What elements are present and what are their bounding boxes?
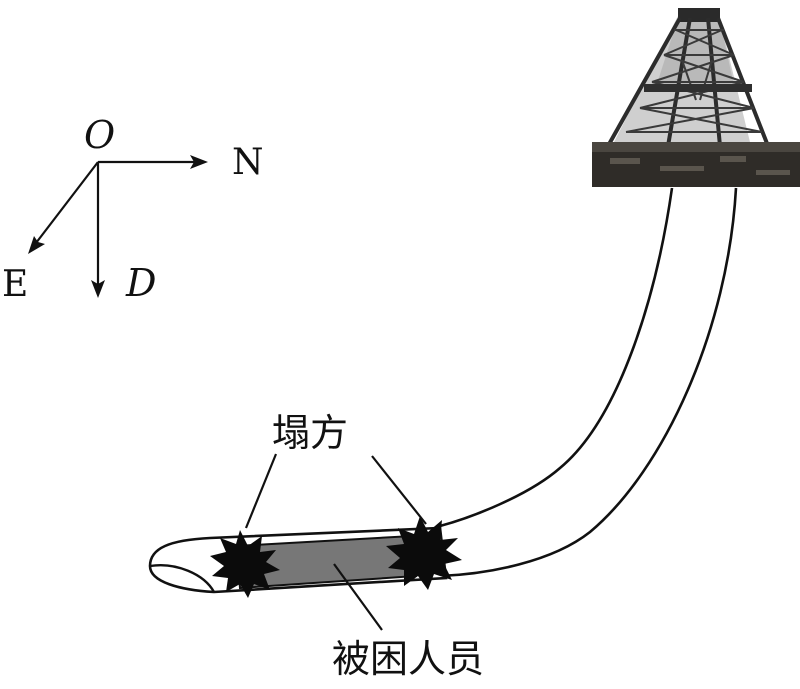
cave-in-leader-left — [244, 453, 278, 529]
collapse-right — [386, 516, 462, 590]
east-label: E — [2, 264, 28, 305]
trapped-people-label: 被困人员 — [332, 637, 484, 681]
east-arrowhead — [28, 236, 45, 254]
cave-in-label: 塌方 — [272, 411, 348, 455]
collapse-left — [210, 530, 280, 598]
borehole-wall-upper — [439, 187, 674, 528]
rig-platform — [644, 84, 752, 92]
drilling-rig — [592, 8, 800, 187]
east-axis — [35, 161, 99, 244]
annotation-leaders — [244, 453, 427, 631]
origin-label: O — [84, 113, 115, 157]
tunnel-mouth — [149, 564, 216, 593]
down-label: D — [125, 261, 156, 305]
north-label: N — [232, 142, 264, 183]
north-arrowhead — [190, 155, 208, 169]
rig-crown — [678, 8, 720, 22]
borehole — [439, 187, 738, 578]
borehole-wall-lower — [439, 187, 738, 578]
cave-in-leader-right — [371, 455, 427, 525]
coordinate-axes — [28, 155, 208, 298]
trapped-leader — [333, 563, 383, 631]
down-arrowhead — [91, 280, 105, 298]
